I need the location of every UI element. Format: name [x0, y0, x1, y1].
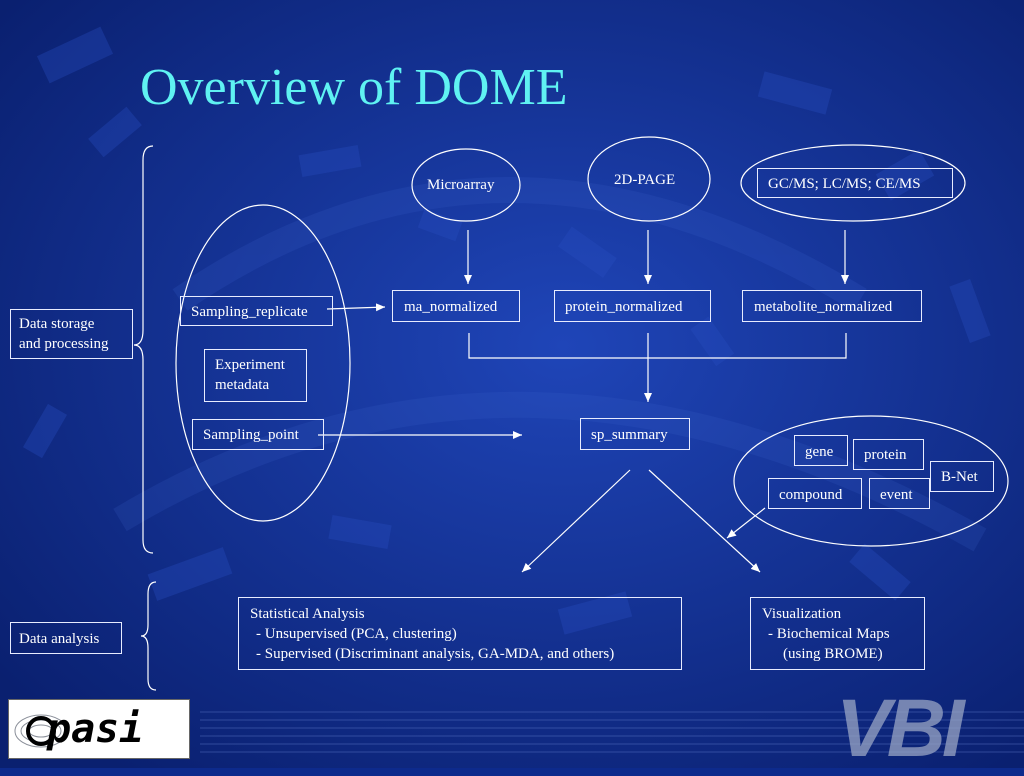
experiment-metadata-line2: metadata — [215, 377, 270, 393]
visualization-item-maps: - Biochemical Maps — [768, 626, 890, 642]
data-storage-line1: Data storage — [19, 316, 95, 332]
experiment-metadata-line1: Experiment — [215, 357, 285, 373]
sampling-replicate-box: Sampling_replicate — [180, 296, 333, 326]
2d-page-ellipse — [587, 136, 711, 222]
bnet-compound-box: compound — [768, 478, 862, 509]
data-analysis-label: Data analysis — [19, 631, 100, 647]
bnet-event-box: event — [869, 478, 930, 509]
bnet-protein-label: protein — [864, 447, 907, 463]
sampling-point-label: Sampling_point — [203, 427, 299, 443]
pasi-logo-emblem — [14, 714, 68, 748]
visualization-heading: Visualization — [762, 606, 842, 622]
bnet-gene-box: gene — [794, 435, 848, 466]
bnet-protein-box: protein — [853, 439, 924, 470]
brace-analysis — [140, 581, 157, 691]
arrow-summary-to-stats — [521, 469, 631, 573]
data-storage-box: Data storage and processing — [10, 309, 133, 359]
statistical-analysis-box: Statistical Analysis - Unsupervised (PCA… — [238, 597, 682, 670]
arrow-replicate-to-ma — [326, 303, 386, 312]
brace-storage — [133, 145, 154, 554]
page-title: Overview of DOME — [140, 59, 568, 116]
bnet-event-label: event — [880, 487, 913, 503]
metabolite-normalized-label: metabolite_normalized — [754, 299, 893, 315]
arrow-bnet-to-vis — [726, 507, 766, 539]
sp-summary-box: sp_summary — [580, 418, 690, 450]
experiment-metadata-box: Experiment metadata — [204, 349, 307, 402]
protein-normalized-label: protein_normalized — [565, 299, 683, 315]
microarray-ellipse — [411, 148, 521, 222]
protein-normalized-box: protein_normalized — [554, 290, 711, 322]
pasi-logo: pasi — [8, 699, 190, 759]
metabolite-normalized-box: metabolite_normalized — [742, 290, 922, 322]
gcms-label: GC/MS; LC/MS; CE/MS — [768, 176, 921, 192]
ma-normalized-label: ma_normalized — [404, 299, 498, 315]
sampling-replicate-label: Sampling_replicate — [191, 304, 308, 320]
microarray-label: Microarray — [427, 177, 495, 193]
bnet-label-box: B-Net — [930, 461, 994, 492]
gcms-box: GC/MS; LC/MS; CE/MS — [757, 168, 953, 198]
data-analysis-box: Data analysis — [10, 622, 122, 654]
merge-bracket — [468, 333, 847, 359]
gcms-ellipse — [740, 144, 966, 222]
data-storage-line2: and processing — [19, 336, 109, 352]
sampling-point-box: Sampling_point — [192, 419, 324, 450]
statistical-heading: Statistical Analysis — [250, 606, 365, 622]
sp-summary-label: sp_summary — [591, 427, 668, 443]
visualization-box: Visualization - Biochemical Maps (using … — [750, 597, 925, 670]
vbi-logo: VBI — [836, 683, 965, 774]
statistical-item-supervised: - Supervised (Discriminant analysis, GA-… — [256, 646, 615, 662]
ma-normalized-box: ma_normalized — [392, 290, 520, 322]
bnet-gene-label: gene — [805, 444, 834, 460]
arrow-summary-to-vis — [648, 469, 761, 573]
pasi-logo-text: pasi — [47, 706, 144, 752]
2d-page-label: 2D-PAGE — [614, 172, 676, 188]
statistical-item-unsupervised: - Unsupervised (PCA, clustering) — [256, 626, 457, 642]
bnet-ellipse — [733, 415, 1009, 547]
bnet-compound-label: compound — [779, 487, 843, 503]
bnet-label: B-Net — [941, 469, 978, 485]
sampling-ellipse — [175, 204, 351, 522]
visualization-item-brome: (using BROME) — [783, 646, 883, 662]
